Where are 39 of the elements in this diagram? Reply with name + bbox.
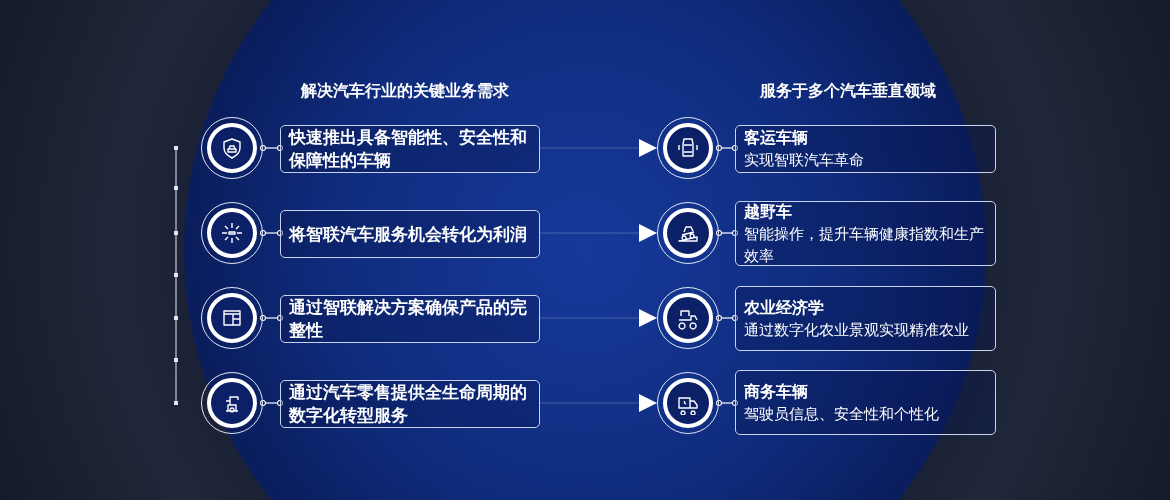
icon-circle <box>657 117 719 179</box>
icon-circle <box>201 372 263 434</box>
connector-line <box>716 145 738 151</box>
connector-line <box>260 400 283 406</box>
box-text: 实现智联汽车革命 <box>744 151 865 170</box>
connector-line <box>716 315 738 321</box>
box-text: 将智联汽车服务机会转化为利润 <box>289 223 528 246</box>
icon-circle <box>201 117 263 179</box>
connector-line <box>716 230 738 236</box>
box-heading: 商务车辆 <box>744 380 809 403</box>
icon-circle <box>201 287 263 349</box>
arrow <box>539 394 658 412</box>
connector-line <box>260 230 283 236</box>
box-heading: 客运车辆 <box>744 127 809 149</box>
connector-line <box>260 315 283 321</box>
icon-circle <box>657 372 719 434</box>
text-box <box>735 286 996 351</box>
box-text: 通过智联解决方案确保产品的完整性 <box>289 297 528 342</box>
box-text: 快速推出具备智能性、安全性和保障性的车辆 <box>289 127 528 172</box>
box-text: 驾驶员信息、安全性和个性化 <box>744 404 940 424</box>
box-text: 智能操作，提升车辆健康指数和生产效率 <box>744 224 985 266</box>
arrow <box>539 224 658 242</box>
box-heading: 农业经济学 <box>744 296 825 319</box>
text-box <box>735 201 996 266</box>
box-heading: 越野车 <box>744 200 793 223</box>
icon-circle <box>657 287 719 349</box>
arrow <box>539 139 658 157</box>
icon-circle <box>657 202 719 264</box>
box-text: 通过数字化农业景观实现精准农业 <box>744 320 970 340</box>
connector-line <box>716 400 738 406</box>
box-text: 通过汽车零售提供全生命周期的数字化转型服务 <box>289 382 528 427</box>
arrow <box>539 309 658 327</box>
text-box <box>280 210 540 258</box>
icon-circle <box>201 202 263 264</box>
text-box <box>735 125 996 173</box>
text-box <box>735 370 996 435</box>
connector-line <box>260 145 283 151</box>
column-heading: 服务于多个汽车垂直领域 <box>760 81 936 102</box>
column-heading: 解决汽车行业的关键业务需求 <box>301 81 509 102</box>
